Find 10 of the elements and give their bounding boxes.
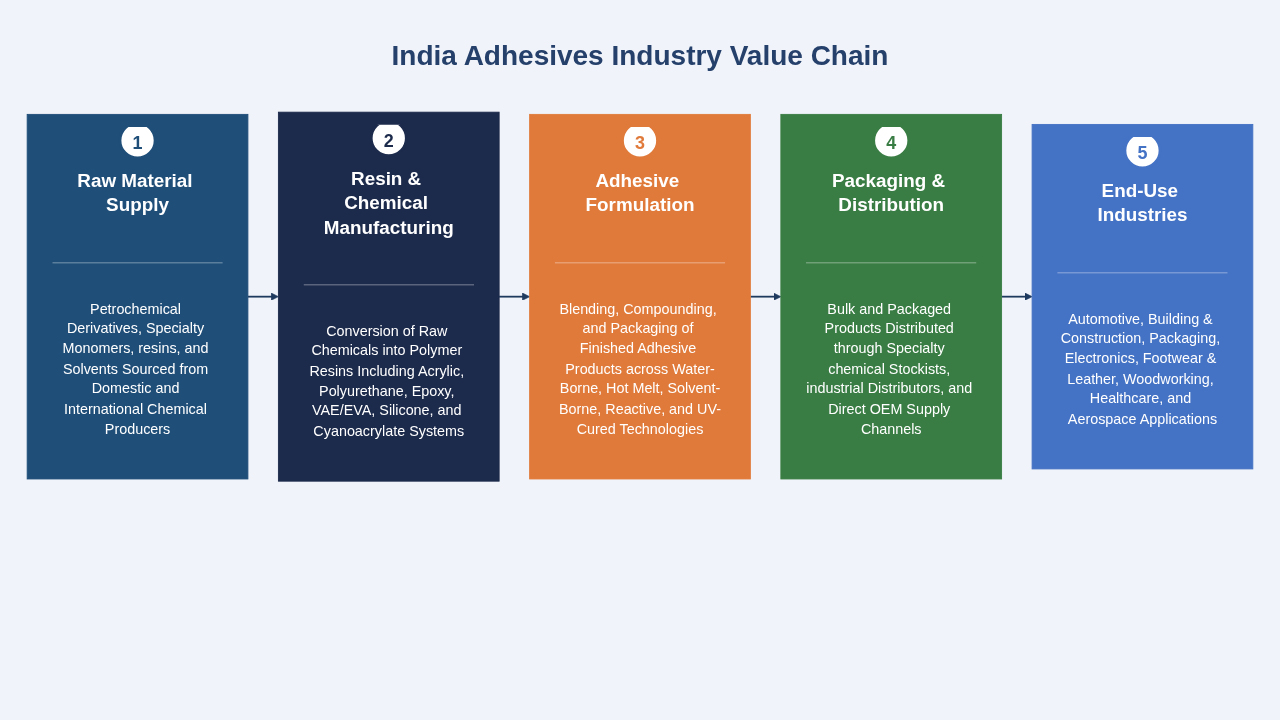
node-box: 5 End-Use Industries Automotive, Building & Construction, Packaging, Electronics, Footwear & Leather, Woodworking, Healthcare, and Aerospace Applications — [1031, 123, 1254, 470]
arrow — [247, 292, 279, 301]
node-box: 3 Adhesive Formulation Blending, Compounding, and Packaging of Finished Adhesive Products across Water-Borne, Hot Melt, Solvent-Borne, Reactive, and UV-Cured Technologies — [529, 113, 751, 480]
arrow — [1000, 292, 1033, 301]
node-box: 1 Raw Material Supply Petrochemical Derivatives, Specialty Monomers, resins, and Solvents Sourced from Domestic and International Chemical Producers — [26, 113, 249, 480]
node-box: 2 Resin & Chemical Manufacturing Conversion of Raw Chemicals into Polymer Resins Including Acrylic, Polyurethane, Epoxy, VAE/EVA, Silicone, and Cyanoacrylate Systems — [277, 111, 500, 482]
node-box: 4 Packaging & Distribution Bulk and Packaged Products Distributed through Specialty chemical Stockists, industrial Distributors, and Direct OEM Supply Channels — [780, 113, 1003, 480]
arrow — [498, 292, 530, 301]
arrow — [749, 292, 782, 301]
title: India Adhesives Industry Value Chain — [391, 40, 889, 72]
